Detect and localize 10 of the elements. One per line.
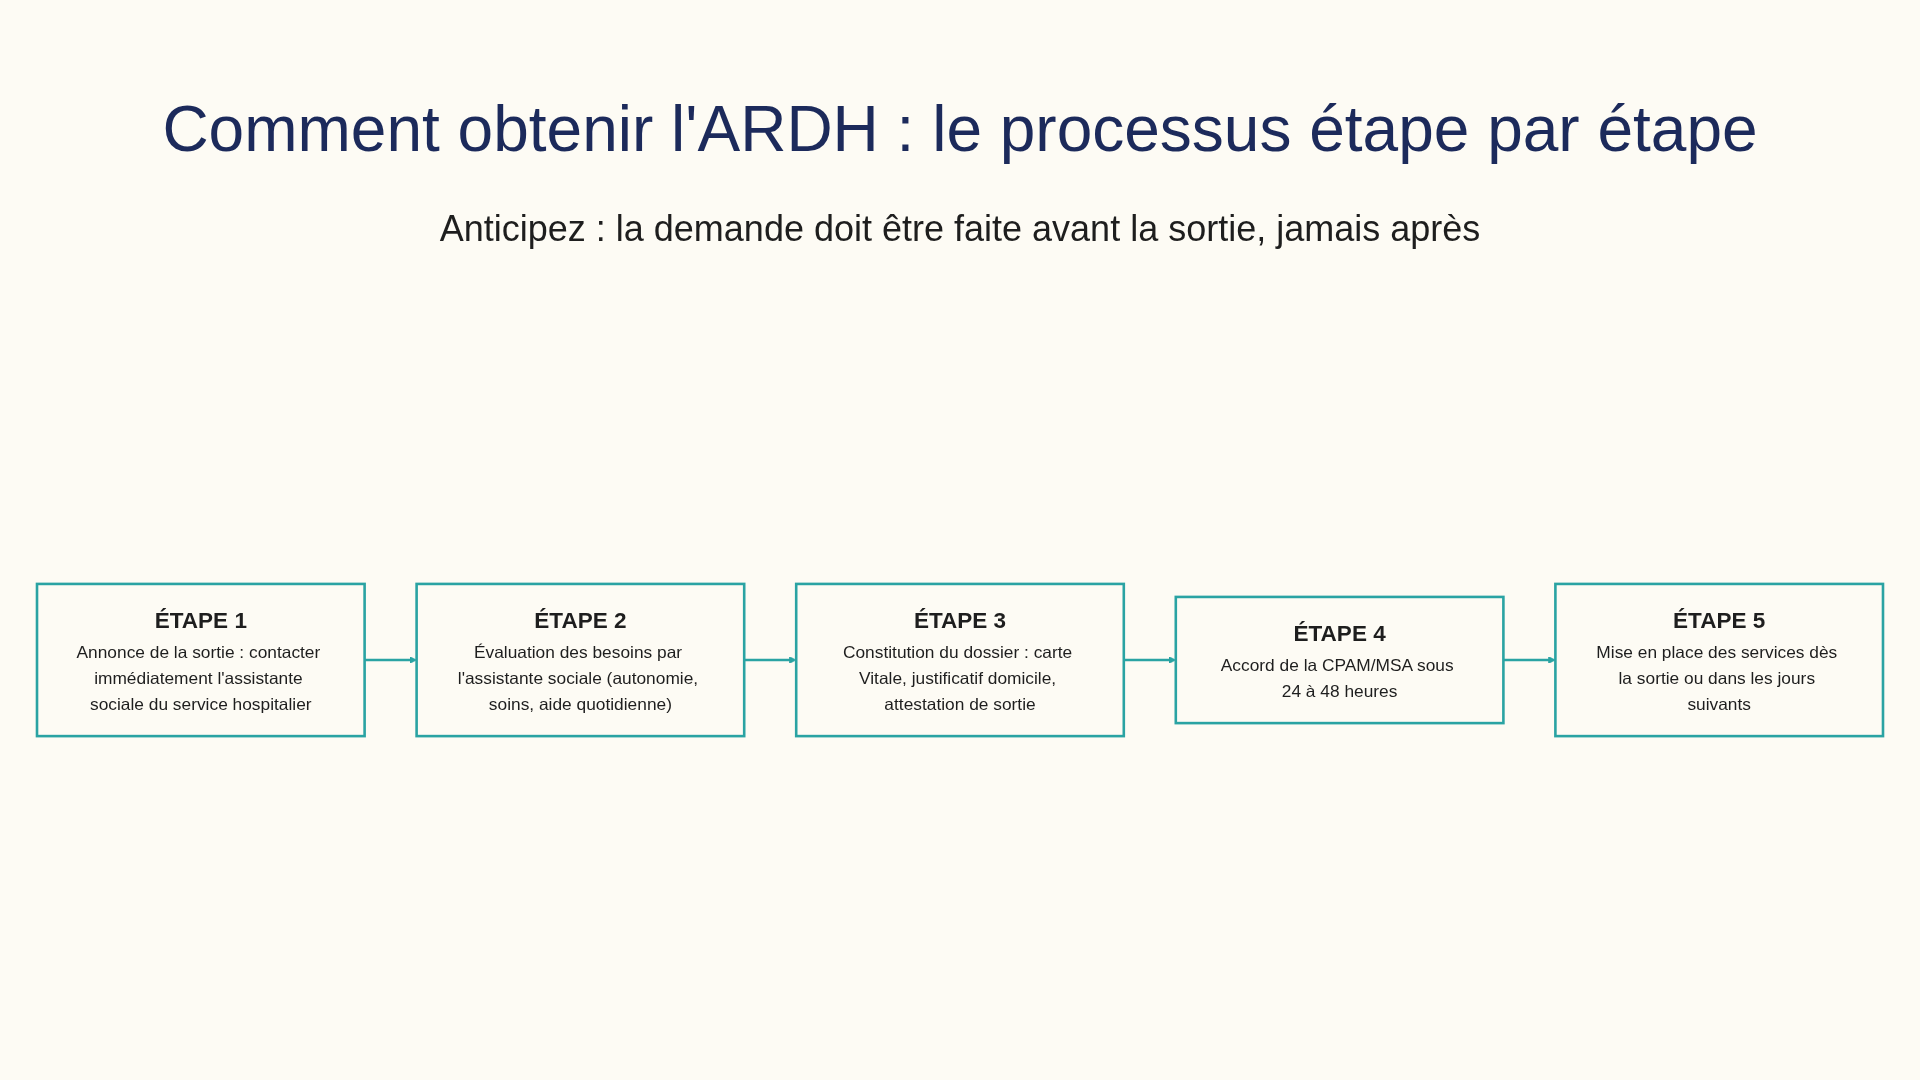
node-box: ÉTAPE 1 Annonce de la sortie : contacter immédiatement l'assistante sociale du service hospitalier xyxy=(35,582,366,738)
node-box: ÉTAPE 4 Accord de la CPAM/MSA sous 24 à 48 heures xyxy=(1174,595,1505,725)
arrow xyxy=(1503,656,1556,664)
subtitle-text: Anticipez : la demande doit être faite avant la sortie, jamais après xyxy=(439,208,1481,250)
arrow xyxy=(364,656,417,664)
arrow xyxy=(744,656,797,664)
title: Comment obtenir l'ARDH : le processus étape par étape xyxy=(162,92,1758,166)
node-box: ÉTAPE 5 Mise en place des services dès la sortie ou dans les jours suivants xyxy=(1554,582,1885,738)
node-box: ÉTAPE 3 Constitution du dossier : carte Vitale, justificatif domicile, attestation de sortie xyxy=(794,582,1126,738)
node-box: ÉTAPE 2 Évaluation des besoins par l'assistante sociale (autonomie, soins, aide quotidienne) xyxy=(415,582,746,738)
